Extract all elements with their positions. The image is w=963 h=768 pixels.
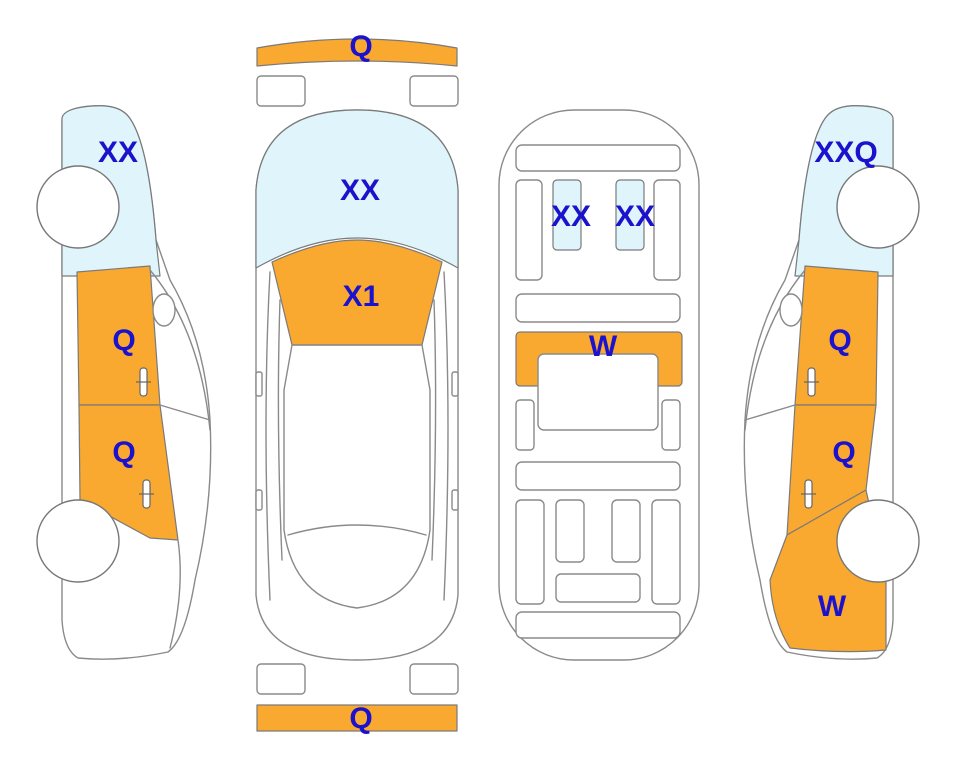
left-rear-line	[169, 539, 181, 649]
right-rear-quarter-label: W	[818, 590, 847, 623]
front-bumper-label: Q	[349, 30, 372, 63]
front-right-console	[653, 179, 681, 281]
rear-bumper-label: Q	[349, 702, 372, 735]
rear-right-console	[661, 399, 681, 451]
rear-bumper-group: Q	[256, 663, 459, 735]
left-window-label: XX	[98, 136, 138, 169]
rear-bumper-panel[interactable]	[256, 704, 458, 732]
left-body-line	[159, 404, 211, 421]
rear-left-console	[515, 399, 535, 451]
top-handle-left	[255, 489, 263, 511]
interior-seat-right-panel[interactable]	[615, 179, 645, 251]
interior-seat-right-label: XX	[615, 200, 655, 233]
top-cabin-outline	[283, 344, 431, 609]
top-left-inner-line	[277, 299, 283, 561]
right-window-label: XXQ	[814, 136, 877, 169]
top-hood-label: X1	[343, 280, 380, 313]
dashboard	[515, 144, 681, 172]
right-rear-fender-line	[744, 269, 806, 431]
right-rear-door-label: Q	[832, 436, 855, 469]
left-mirror	[152, 293, 176, 327]
interior-seat-left-panel[interactable]	[552, 179, 582, 251]
interior-floor-label: W	[589, 330, 618, 363]
top-right-side-line	[443, 271, 449, 601]
left-handle-front	[136, 367, 151, 397]
rear-seat-4	[651, 499, 681, 605]
front-bench	[515, 293, 681, 323]
right-mirror	[779, 293, 803, 327]
interior-view: XX XX W	[498, 109, 700, 661]
front-bumper-panel[interactable]	[256, 38, 458, 67]
top-view-car: XX X1	[255, 109, 459, 661]
top-handle-right	[451, 489, 459, 511]
left-rear-door-panel[interactable]	[78, 404, 179, 541]
top-left-side-line	[265, 271, 271, 601]
left-rear-wheel	[36, 499, 120, 583]
left-side-view: XX Q Q	[36, 105, 212, 660]
rear-seat-2	[555, 499, 585, 563]
trunk-lid	[515, 611, 681, 639]
top-windshield-panel[interactable]	[255, 109, 459, 269]
front-left-console	[515, 179, 543, 281]
front-light-right	[409, 75, 459, 107]
right-handle-rear	[801, 479, 816, 509]
right-rear-wheel	[836, 499, 920, 583]
left-front-wheel	[36, 165, 120, 249]
rear-seat-1	[515, 499, 545, 605]
interior-seat-left-label: XX	[551, 200, 591, 233]
left-handle-rear	[139, 479, 154, 509]
front-bumper-group: Q	[256, 30, 459, 107]
right-front-door-label: Q	[828, 324, 851, 357]
left-rear-door-label: Q	[112, 436, 135, 469]
top-mirror-left	[255, 371, 263, 397]
top-windshield-label: XX	[340, 174, 380, 207]
right-body-line	[744, 404, 796, 421]
rear-bench	[515, 461, 681, 491]
right-side-view: XXQ Q Q W	[743, 105, 920, 660]
top-right-inner-line	[431, 299, 437, 561]
top-mirror-right	[451, 371, 459, 397]
right-handle-front	[804, 367, 819, 397]
rear-seat-3	[611, 499, 641, 563]
center-console	[537, 353, 659, 431]
rear-light-left	[256, 663, 306, 695]
left-rear-fender-line	[149, 269, 211, 431]
front-light-left	[256, 75, 306, 107]
right-front-wheel	[836, 165, 920, 249]
top-rear-window-line	[287, 524, 427, 536]
rear-light-right	[409, 663, 459, 695]
top-hood-panel[interactable]	[271, 239, 443, 346]
left-front-door-label: Q	[112, 324, 135, 357]
trunk-tray	[555, 573, 641, 603]
